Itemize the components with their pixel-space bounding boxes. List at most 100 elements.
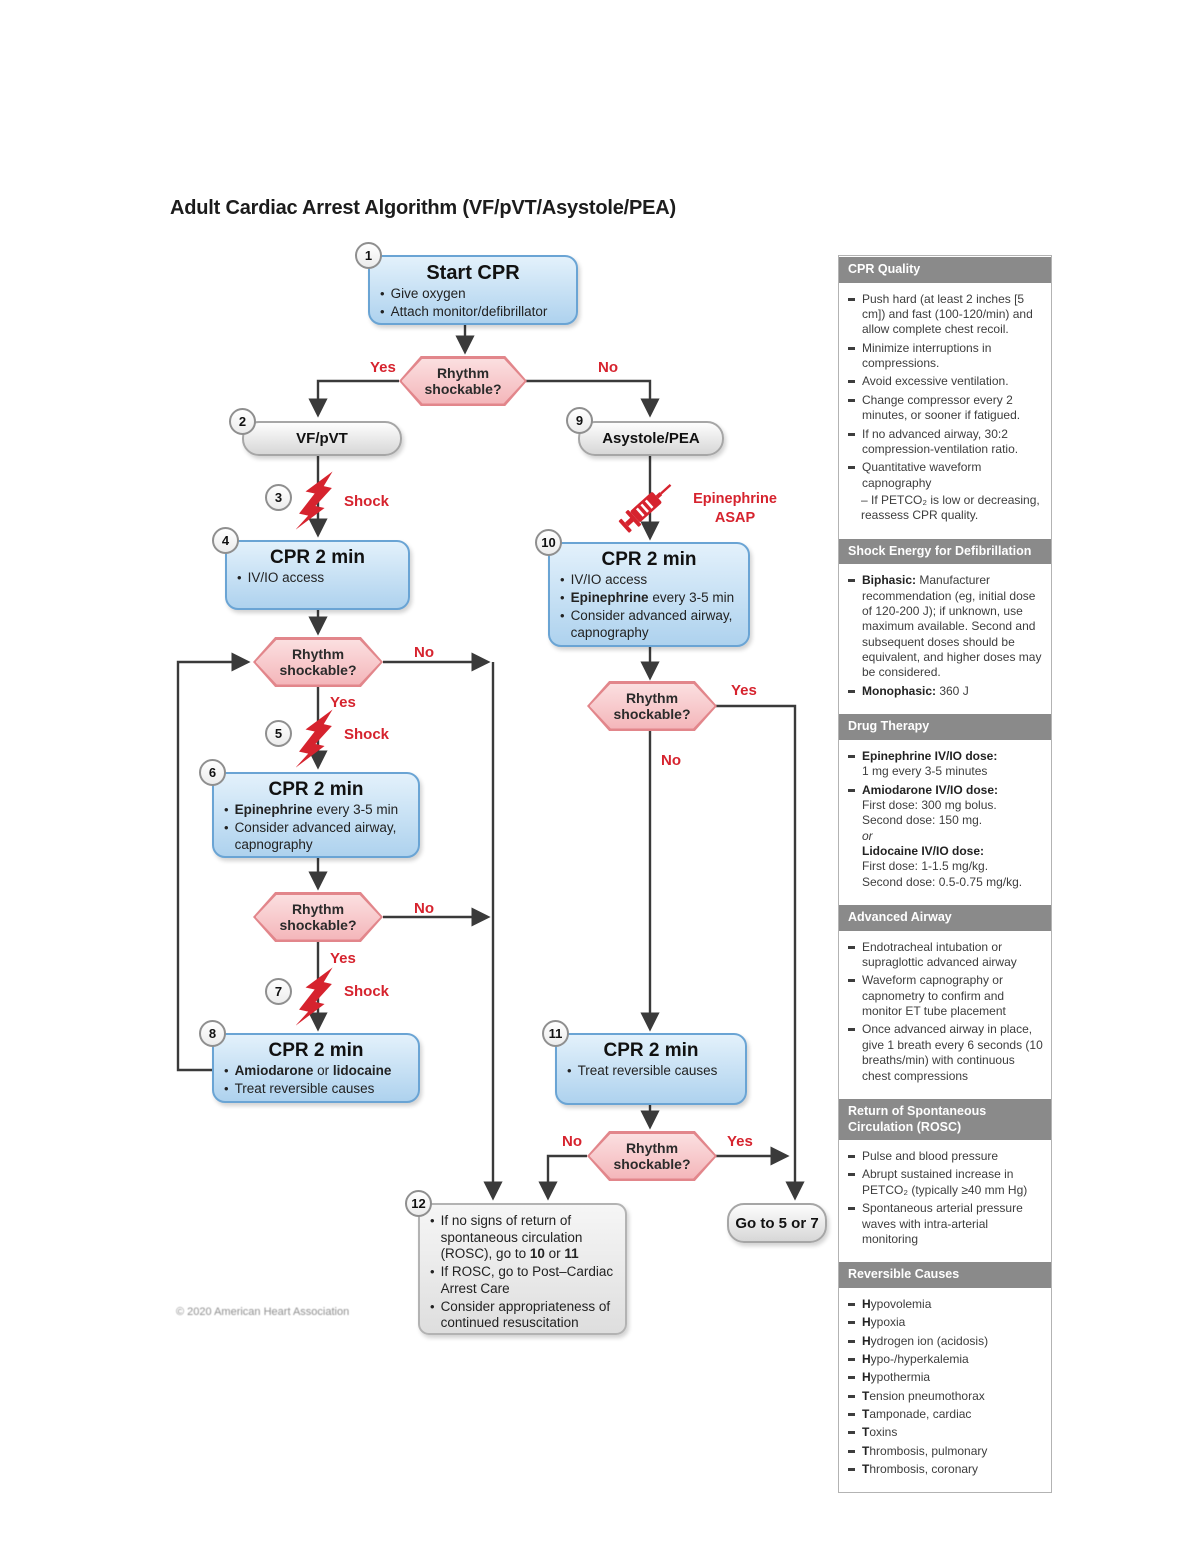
text-segment: Pulse and blood pressure — [862, 1149, 999, 1164]
text-segment: hrombosis, pulmonary — [869, 1443, 988, 1458]
text-segment: Treat reversible causes — [577, 1063, 718, 1078]
bullet-text: Give oxygen — [391, 286, 466, 303]
text-segment: Treat reversible causes — [234, 1080, 375, 1096]
text-segment: T — [862, 1388, 870, 1403]
sidebar-section-header: Return of Spontaneous Circulation (ROSC) — [839, 1097, 1051, 1141]
text-segment: ydrogen ion (acidosis) — [870, 1333, 989, 1348]
text-segment: ypothermia — [870, 1370, 931, 1385]
no-label: No — [661, 752, 681, 769]
cpr-2min-box-11: CPR 2 min •Treat reversible causes — [555, 1033, 747, 1105]
text-segment: – If PETCO₂ is low or decreasing, reasse… — [861, 492, 1040, 523]
text-segment: ypo-/hyperkalemia — [870, 1351, 969, 1366]
cpr-2min-box-4: CPR 2 min •IV/IO access — [225, 540, 410, 610]
decision-label: Rhythm shockable? — [255, 894, 381, 940]
cpr-2min-box-6: CPR 2 min •Epinephrine every 3-5 min•Con… — [212, 772, 420, 858]
bullet-text: Consider advanced airway, capnography — [235, 820, 410, 853]
text-segment: Give oxygen — [390, 286, 466, 301]
sidebar-bullet-item: If no advanced airway, 30:2 compression-… — [848, 427, 1043, 458]
sidebar-item-text: Change compressor every 2 minutes, or so… — [862, 393, 1043, 424]
sidebar-item-text: – If PETCO₂ is low or decreasing, reasse… — [861, 493, 1043, 524]
text-segment: First dose: 300 mg bolus. — [862, 797, 997, 812]
step-number-8: 8 — [199, 1020, 226, 1047]
decision-label: Rhythm shockable? — [255, 639, 381, 685]
bullet-marker: • — [430, 1264, 435, 1280]
text-segment: Endotracheal intubation or supraglottic … — [862, 939, 1017, 969]
text-segment: amponade, cardiac — [869, 1407, 972, 1422]
sidebar-bullet-item: Quantitative waveform capnography — [848, 460, 1043, 491]
text-segment: every 3-5 min — [648, 589, 735, 605]
bullet-marker — [848, 1468, 855, 1472]
sidebar-item-text: Toxins — [862, 1425, 897, 1440]
text-segment: 11 — [564, 1246, 579, 1262]
text-segment: H — [862, 1333, 871, 1348]
sidebar-section-header: Drug Therapy — [839, 713, 1051, 740]
sidebar-bullet-item: Biphasic: Manufacturer recommendation (e… — [848, 573, 1043, 681]
bullet-marker — [848, 1321, 855, 1325]
text-segment: Minimize interruptions in compressions. — [862, 340, 992, 371]
text-segment: 1 mg every 3-5 minutes — [862, 764, 988, 779]
shock-bolt-icon — [295, 966, 338, 1033]
connector-line — [713, 704, 805, 1201]
box6-title: CPR 2 min — [268, 779, 364, 800]
no-label: No — [598, 359, 618, 376]
text-segment: Second dose: 0.5-0.75 mg/kg. — [862, 874, 1023, 889]
bullet-marker — [848, 1413, 855, 1417]
text-segment: ension pneumothorax — [869, 1388, 985, 1403]
text-segment: Amiodarone — [234, 1063, 314, 1078]
text-segment: 360 J — [936, 683, 969, 698]
sidebar-item-text: Hypovolemia — [862, 1297, 931, 1312]
bullet-item: •Amiodarone or lidocaine — [224, 1063, 410, 1080]
start-cpr-box: Start CPR •Give oxygen•Attach monitor/de… — [368, 255, 578, 325]
sidebar-section-body: Push hard (at least 2 inches [5 cm]) and… — [839, 283, 1051, 538]
text-segment: Waveform capnography or capnometry to co… — [862, 973, 1006, 1019]
connector-line — [176, 652, 251, 1072]
sidebar-bullet-item: Pulse and blood pressure — [848, 1149, 1043, 1164]
decision-rhythm-shockable-3: Rhythm shockable? — [253, 892, 383, 942]
step-number-12: 12 — [405, 1190, 432, 1217]
text-segment: Push hard (at least 2 inches [5 cm]) and… — [862, 291, 1033, 337]
text-segment: ypovolemia — [870, 1296, 932, 1311]
sidebar-bullet-item: Epinephrine IV/IO dose:1 mg every 3-5 mi… — [848, 749, 1043, 780]
yes-label: Yes — [731, 682, 757, 699]
no-label: No — [414, 900, 434, 917]
sidebar-item-text: If no advanced airway, 30:2 compression-… — [862, 427, 1043, 458]
shock-label: Shock — [344, 983, 390, 1000]
bullet-marker — [848, 788, 855, 792]
text-segment: oxins — [869, 1425, 898, 1440]
bullet-item: •Epinephrine every 3-5 min — [560, 590, 740, 607]
bullet-marker: • — [560, 589, 565, 605]
bullet-marker — [848, 1339, 855, 1343]
goto-5-or-7-box: Go to 5 or 7 — [727, 1203, 827, 1243]
text-segment: T — [862, 1425, 870, 1440]
sidebar-bullet-item: Minimize interruptions in compressions. — [848, 341, 1043, 372]
text-segment: Lidocaine IV/IO dose: — [862, 843, 985, 858]
box8-title: CPR 2 min — [268, 1040, 364, 1061]
asap-line: ASAP — [714, 509, 756, 526]
vf-pvt-box: VF/pVT — [242, 421, 402, 456]
bullet-text: If no signs of return of spontaneous cir… — [441, 1213, 617, 1263]
text-segment: Consider advanced airway, capnography — [570, 607, 733, 640]
step-number-5: 5 — [265, 720, 292, 747]
sidebar-item-text: Amiodarone IV/IO dose:First dose: 300 mg… — [862, 783, 1022, 891]
box4-title: CPR 2 min — [269, 547, 366, 568]
text-segment: Manufacturer recommendation (eg, initial… — [862, 573, 1042, 680]
sidebar-item-text: Hypo-/hyperkalemia — [862, 1352, 969, 1367]
step-number-7: 7 — [265, 978, 292, 1005]
text-segment: H — [862, 1351, 871, 1366]
sidebar-bullet-item: Hypo-/hyperkalemia — [848, 1352, 1043, 1367]
text-segment: Consider appropriateness of continued re… — [440, 1298, 611, 1331]
yes-label: Yes — [330, 694, 356, 711]
text-segment: or — [313, 1063, 333, 1078]
sidebar-bullet-item: Abrupt sustained increase in PETCO₂ (typ… — [848, 1167, 1043, 1198]
no-label: No — [414, 644, 434, 661]
bullet-marker: • — [224, 819, 229, 835]
sidebar-item-text: Hypoxia — [862, 1315, 905, 1330]
no-label: No — [562, 1133, 582, 1150]
box11-bullets: •Treat reversible causes — [557, 1063, 745, 1085]
sidebar-bullet-item: Change compressor every 2 minutes, or so… — [848, 393, 1043, 424]
decision-rhythm-shockable-2: Rhythm shockable? — [253, 637, 383, 687]
